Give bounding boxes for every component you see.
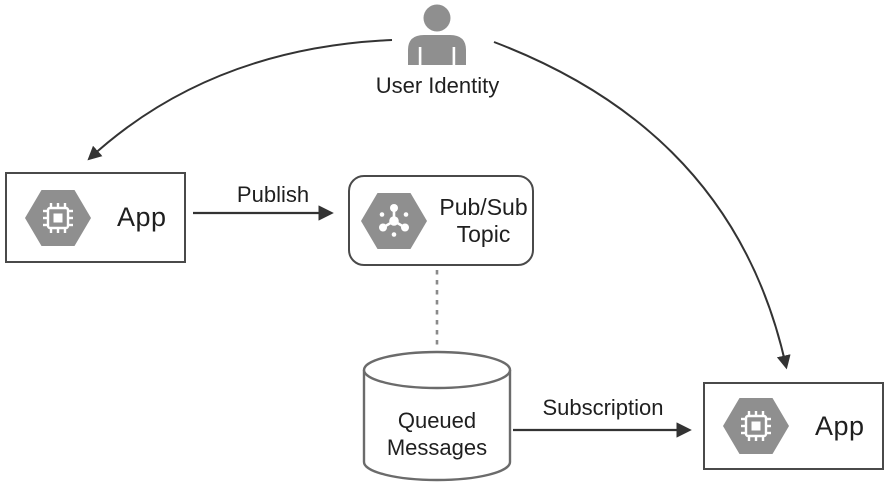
app-subscriber-label: App	[815, 410, 865, 441]
pubsub-topic-label: Pub/Sub Topic	[435, 194, 532, 248]
subscription-edge-label: Subscription	[542, 395, 664, 420]
app-publisher-node: App	[5, 172, 186, 263]
user-to-left-app-arrow	[87, 39, 393, 161]
publish-edge-label: Publish	[236, 182, 310, 207]
database-cylinder	[362, 350, 512, 482]
pubsub-topic-node: Pub/Sub Topic	[348, 175, 534, 266]
app-subscriber-node: App	[703, 382, 884, 470]
hexagon-pubsub-icon	[361, 192, 427, 249]
queued-messages-label: Queued Messages	[357, 407, 517, 461]
person-icon	[408, 4, 466, 65]
pubsub-topic-label-line1: Pub/Sub	[439, 193, 528, 220]
hexagon-chip-icon	[723, 398, 789, 454]
user-to-right-app-arrow	[493, 41, 791, 370]
user-identity-label: User Identity	[375, 73, 500, 98]
queued-messages-label-line1: Queued	[397, 408, 477, 433]
hexagon-chip-icon	[25, 189, 91, 246]
app-publisher-label: App	[117, 202, 167, 232]
queued-messages-label-line2: Messages	[386, 435, 488, 460]
pubsub-topic-label-line2: Topic	[456, 220, 511, 247]
